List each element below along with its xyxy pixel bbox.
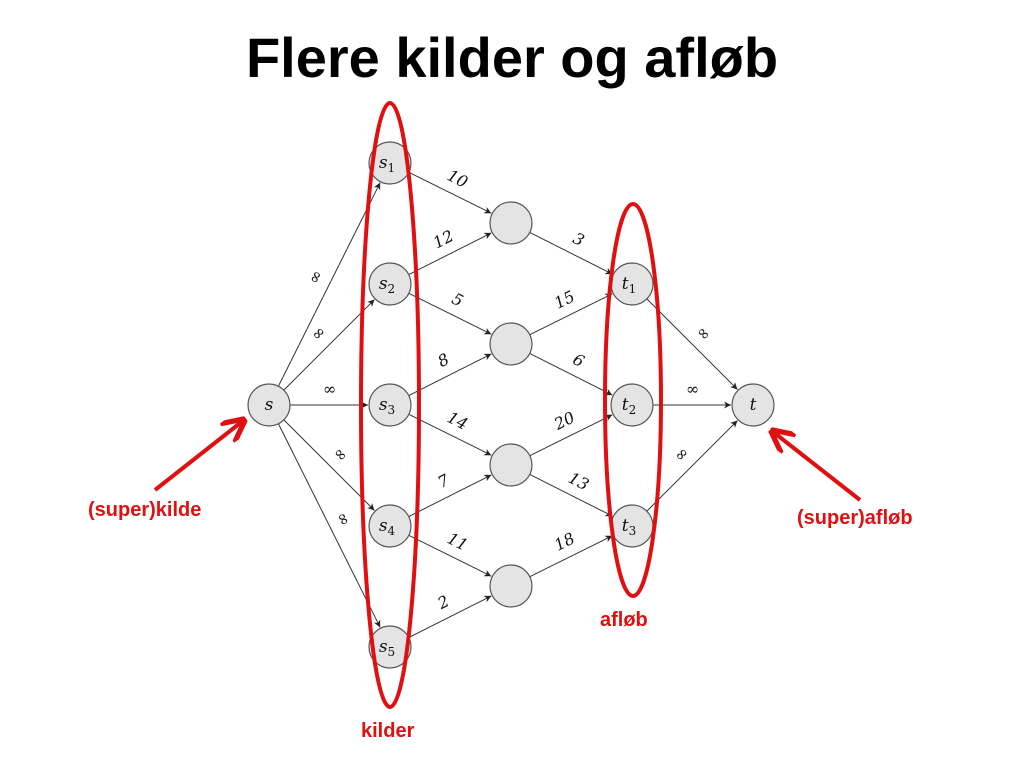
capacity-label-s3-m3: 14	[444, 408, 471, 434]
capacity-label-m3-t2: 20	[550, 408, 578, 435]
capacity-label-s3-m2: 8	[434, 349, 452, 371]
capacity-label-m3-t3: 13	[565, 468, 592, 494]
edge-m3-t3	[529, 474, 613, 517]
super-sink-arrow	[772, 431, 862, 502]
edge-t1-t	[646, 298, 738, 390]
edge-m2-t2	[529, 353, 613, 396]
capacity-label-s4-m4: 11	[444, 529, 471, 555]
edge-s4-m4	[408, 534, 492, 577]
capacity-label-m2-t2: 6	[570, 349, 588, 371]
super-source-arrow	[153, 420, 244, 492]
node-t3: t3	[610, 504, 654, 548]
node-s1: s1	[368, 141, 412, 185]
capacity-label-t1-t: ∞	[692, 322, 715, 345]
node-s2: s2	[368, 262, 412, 306]
capacity-label-m2-t1: 15	[551, 287, 578, 313]
edge-s3-m3	[408, 413, 492, 456]
capacity-label-m1-t1: 3	[570, 228, 588, 250]
edge-s5-m4	[408, 595, 492, 638]
edge-s1-m1	[408, 171, 492, 214]
edge-m4-t3	[529, 535, 613, 578]
node-circle-s2	[368, 262, 412, 306]
edge-s-s1	[277, 182, 381, 387]
node-circle-m2	[489, 322, 533, 366]
node-m1	[489, 201, 533, 245]
edge-s-s5	[277, 423, 381, 628]
node-label-s: s	[265, 395, 274, 415]
capacity-label-m4-t3: 18	[551, 529, 578, 555]
edge-m2-t1	[529, 293, 613, 336]
capacity-label-s-s5: ∞	[332, 509, 355, 529]
capacity-label-s-s3: ∞	[323, 380, 336, 399]
node-t: t	[731, 383, 775, 427]
node-s5: s5	[368, 625, 412, 669]
node-m4	[489, 564, 533, 608]
node-s: s	[247, 383, 291, 427]
capacity-label-s5-m4: 2	[434, 591, 453, 613]
super-source-label: (super)kilde	[88, 499, 201, 521]
node-circle-m1	[489, 201, 533, 245]
page-title: Flere kilder og afløb	[245, 26, 779, 89]
node-circle-s1	[368, 141, 412, 185]
capacity-label-s2-m1: 12	[430, 226, 457, 252]
node-circle-s5	[368, 625, 412, 669]
node-t1: t1	[610, 262, 654, 306]
node-t2: t2	[610, 383, 654, 427]
edge-s-s2	[283, 299, 375, 391]
capacity-label-s-s1: ∞	[304, 267, 327, 287]
capacity-label-s-s4: ∞	[329, 443, 352, 466]
edge-s4-m3	[408, 474, 492, 517]
edge-t3-t	[646, 420, 738, 512]
edge-s3-m2	[408, 353, 492, 396]
capacity-label-t2-t: ∞	[686, 380, 699, 399]
node-s3: s3	[368, 383, 412, 427]
edge-s2-m1	[408, 232, 492, 275]
edge-m1-t1	[529, 232, 613, 275]
node-circle-s3	[368, 383, 412, 427]
node-circle-t	[731, 383, 775, 427]
node-label-t: t	[750, 395, 757, 415]
edge-s2-m2	[408, 292, 492, 335]
capacity-label-t3-t: ∞	[670, 443, 693, 466]
node-m3	[489, 443, 533, 487]
edge-s-s4	[283, 419, 375, 511]
nodes-layer: s s1 s2 s3 s4 s5 t1 t2 t3 t	[247, 141, 775, 669]
node-m2	[489, 322, 533, 366]
sources-ellipse	[359, 101, 421, 709]
capacity-label-s4-m3: 7	[434, 470, 452, 492]
node-circle-s4	[368, 504, 412, 548]
capacity-label-s-s2: ∞	[307, 322, 330, 345]
edge-m3-t2	[529, 414, 613, 457]
capacity-label-s1-m1: 10	[444, 166, 471, 192]
super-sink-label: (super)afløb	[797, 507, 913, 529]
node-circle-m3	[489, 443, 533, 487]
node-circle-m4	[489, 564, 533, 608]
node-s4: s4	[368, 504, 412, 548]
sources-label: kilder	[361, 720, 415, 742]
capacity-label-s2-m2: 5	[449, 289, 467, 311]
node-circle-t2	[610, 383, 654, 427]
sinks-ellipse	[603, 202, 663, 598]
node-circle-s	[247, 383, 291, 427]
sinks-label: afløb	[600, 609, 648, 631]
